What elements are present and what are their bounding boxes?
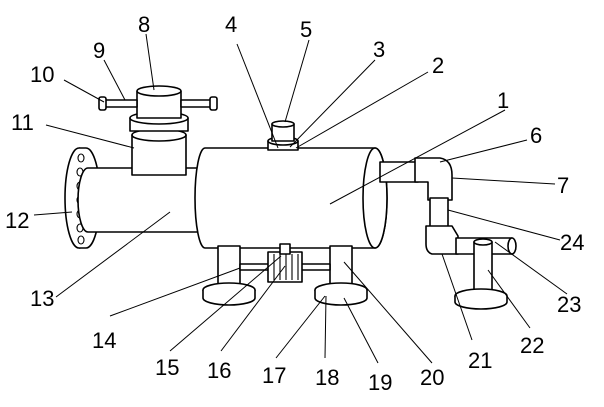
top-branch xyxy=(98,85,218,176)
label-21: 21 xyxy=(468,348,492,373)
legs xyxy=(202,243,368,306)
outlet-pipe xyxy=(379,157,517,310)
label-15: 15 xyxy=(155,355,179,380)
main-cylinder xyxy=(194,120,388,249)
label-13: 13 xyxy=(30,286,54,311)
label-2: 2 xyxy=(432,53,444,78)
label-8: 8 xyxy=(138,12,150,37)
label-20: 20 xyxy=(420,365,444,390)
label-9: 9 xyxy=(93,38,105,63)
leader-lines xyxy=(33,33,568,364)
label-18: 18 xyxy=(315,365,339,390)
label-23: 23 xyxy=(557,292,581,317)
label-12: 12 xyxy=(5,208,29,233)
label-14: 14 xyxy=(92,328,116,353)
label-11: 11 xyxy=(11,110,34,135)
label-3: 3 xyxy=(373,37,385,62)
label-5: 5 xyxy=(300,17,312,42)
label-17: 17 xyxy=(262,363,286,388)
inlet-pipe xyxy=(77,167,201,233)
label-7: 7 xyxy=(557,173,569,198)
label-16: 16 xyxy=(207,358,231,383)
label-24: 24 xyxy=(560,230,584,255)
label-4: 4 xyxy=(225,12,237,37)
label-22: 22 xyxy=(520,333,544,358)
label-19: 19 xyxy=(368,370,392,395)
part-labels: 10 9 8 11 12 13 14 15 16 17 18 19 20 4 5… xyxy=(5,12,584,395)
label-6: 6 xyxy=(530,123,542,148)
label-10: 10 xyxy=(30,62,54,87)
label-1: 1 xyxy=(497,88,509,113)
